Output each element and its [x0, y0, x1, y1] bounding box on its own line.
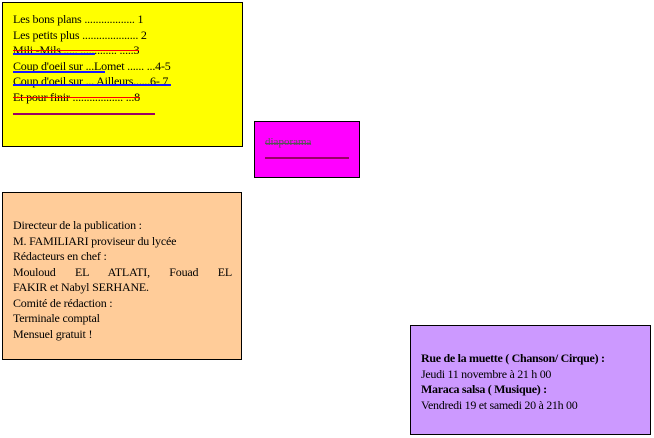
- event-2-title: Maraca salsa ( Musique) :: [421, 382, 547, 396]
- blue-rule-lomet: [13, 71, 105, 73]
- credits-editors-names-2: FAKIR et Nabyl SERHANE.: [13, 280, 149, 294]
- diaporama-box: diaporama: [254, 121, 360, 178]
- credits-committee-label: Comité de rédaction :: [13, 295, 113, 310]
- credits-committee-name: Terminale comptal: [13, 311, 100, 325]
- toc-line-lomet: Coup d'oeil sur ...Lomet ...... ...4-5: [13, 58, 171, 73]
- toc-line-pour-finir-text: Et pour finir .................. ...8: [13, 89, 140, 104]
- toc-line-petits-plus: Les petits plus .................... 2: [13, 27, 147, 42]
- toc-line-bons-plans: Les bons plans .................. 1: [13, 12, 144, 26]
- credits-editors-names-1: Mouloud EL ATLATI, Fouad EL: [13, 264, 232, 279]
- toc-line-mili-mils-text: Mili -Mils ..... ............. .....3: [13, 43, 140, 57]
- credits-director-name: M. FAMILIARI proviseur du lycée: [13, 233, 177, 248]
- blue-rule-ailleurs: [13, 84, 171, 86]
- table-of-contents-box: Les bons plans .................. 1 Les …: [2, 2, 243, 147]
- blue-rule-mili: [13, 53, 95, 55]
- events-box: Rue de la muette ( Chanson/ Cirque) : Je…: [410, 325, 651, 435]
- event-1-title: Rue de la muette ( Chanson/ Cirque) :: [421, 351, 605, 365]
- credits-free-monthly: Mensuel gratuit !: [13, 326, 93, 341]
- credits-editors-label: Rédacteurs en chef :: [13, 249, 107, 263]
- toc-line-mili-mils: Mili -Mils ..... ............. .....3: [13, 43, 232, 59]
- purple-rule-bottom: [13, 113, 155, 115]
- magenta-box-rule: [265, 157, 349, 159]
- credits-box: Directeur de la publication : M. FAMILIA…: [2, 192, 242, 360]
- toc-line-ailleurs: Coup d'oeil sur ... Ailleurs......6- 7: [13, 74, 169, 88]
- diaporama-label: diaporama: [265, 136, 312, 148]
- toc-line-pour-finir: Et pour finir .................. ...8: [13, 90, 232, 106]
- credits-director-label: Directeur de la publication :: [13, 218, 142, 232]
- event-1-date: Jeudi 11 novembre à 21 h 00: [421, 366, 552, 381]
- event-2-date: Vendredi 19 et samedi 20 à 21h 00: [421, 397, 578, 412]
